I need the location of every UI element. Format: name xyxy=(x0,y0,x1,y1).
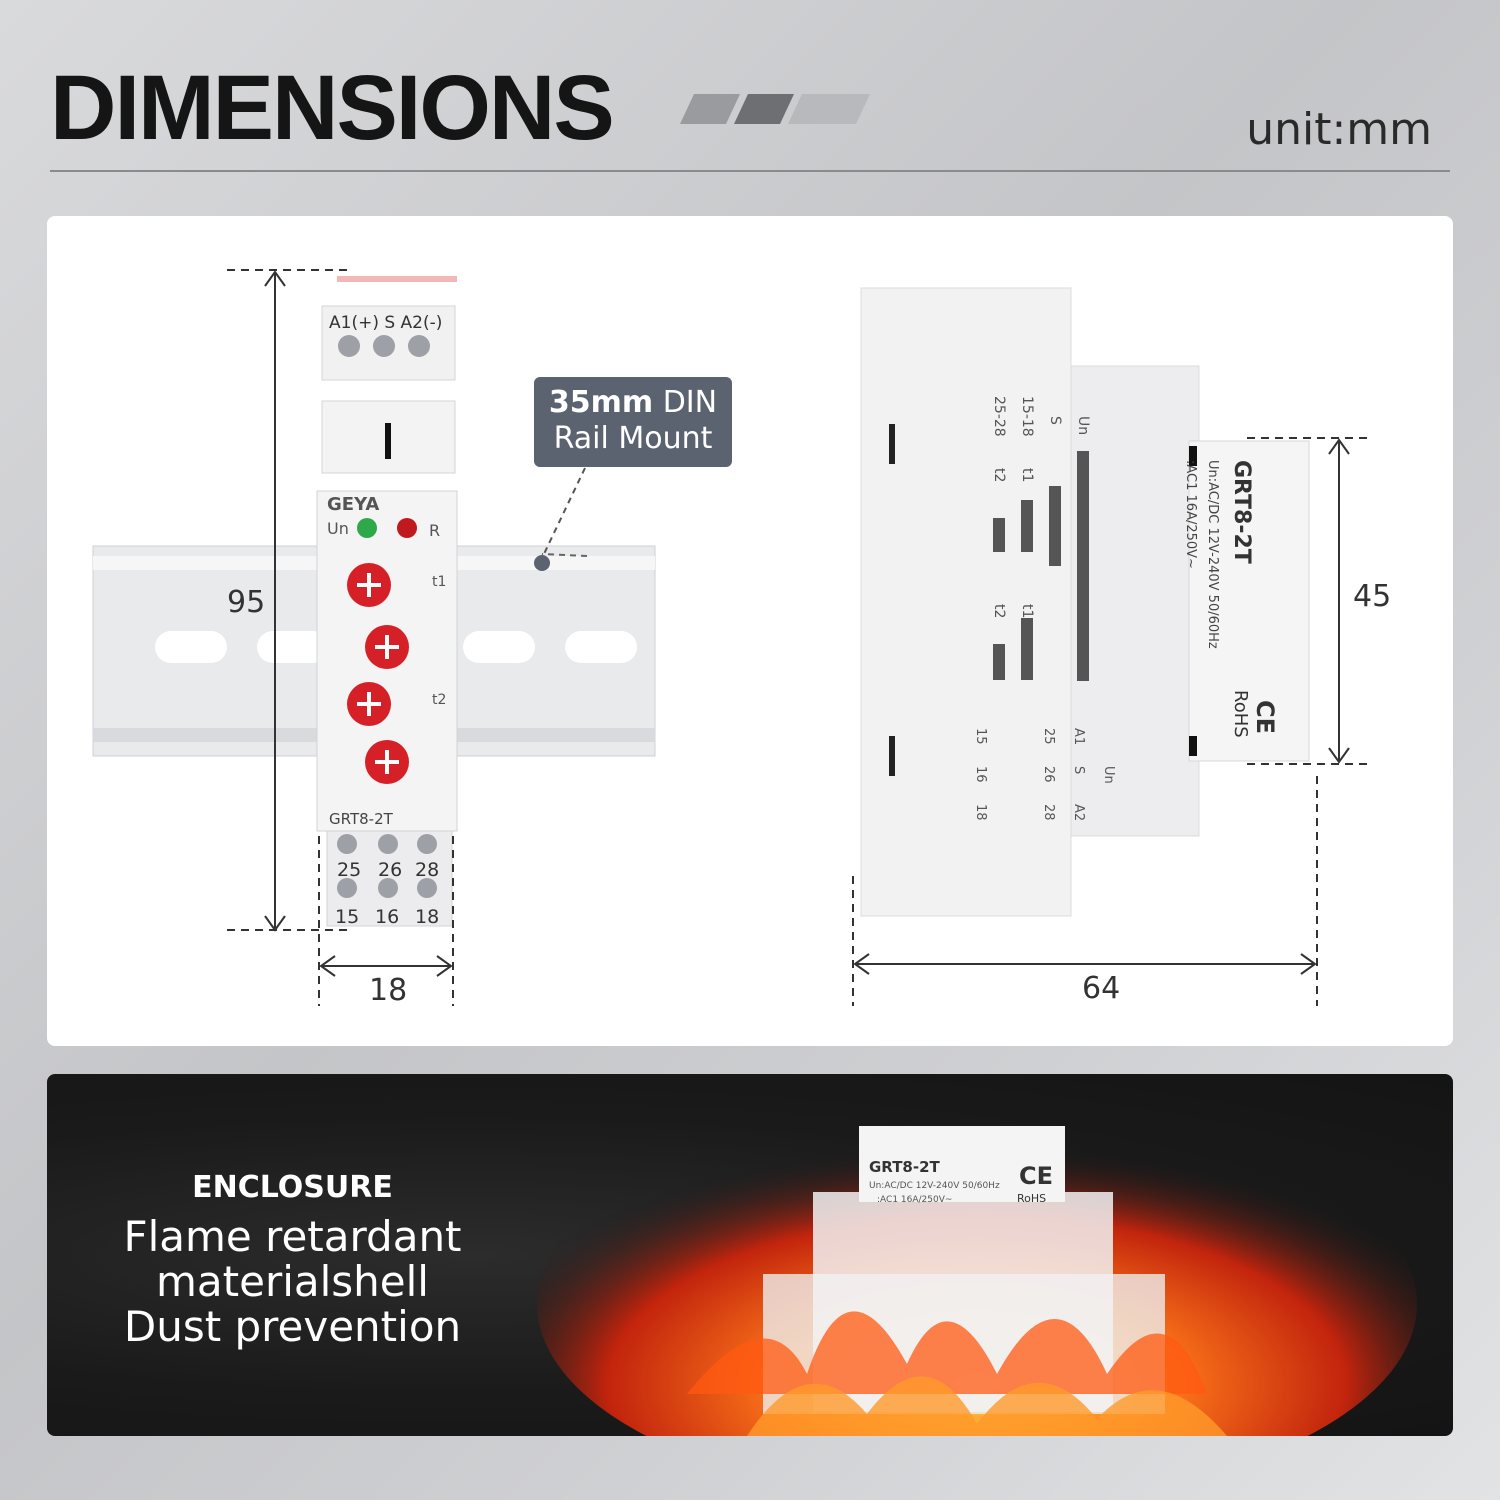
dimension-lines xyxy=(227,269,1369,1006)
enclosure-heading: ENCLOSURE xyxy=(192,1170,393,1205)
timing-t1-b: t1 xyxy=(1019,604,1035,618)
wiring-26: 26 xyxy=(1041,766,1056,783)
side-spec-voltage: Un:AC/DC 12V-240V 50/60Hz xyxy=(1205,460,1220,649)
terminal-18: 18 xyxy=(415,906,439,928)
wiring-un: Un xyxy=(1101,766,1116,784)
terminal-15: 15 xyxy=(335,906,359,928)
unit-label: unit:mm xyxy=(1246,104,1432,155)
timing-label-un: Un xyxy=(1075,416,1091,435)
timing-label-25-28: 25-28 xyxy=(991,396,1007,437)
timing-t2-b: t2 xyxy=(991,604,1007,618)
callout-dot xyxy=(534,555,550,571)
wiring-25: 25 xyxy=(1041,728,1056,745)
callout-din: DIN xyxy=(653,385,718,420)
enclosure-line-3: Dust prevention xyxy=(123,1302,462,1351)
dimensions-panel: 95 18 64 45 A1(+) S A2(-) GEYA Un R t1 t… xyxy=(47,216,1453,1046)
fire-ce-mark: CE xyxy=(1019,1162,1053,1190)
wiring-15: 15 xyxy=(973,728,988,745)
fire-rohs-label: RoHS xyxy=(1017,1192,1046,1205)
wiring-a1: A1 xyxy=(1071,728,1086,745)
side-ce-mark: CE xyxy=(1251,700,1279,734)
side-spec-current: :AC1 16A/250V~ xyxy=(1183,460,1198,569)
relay-side-view xyxy=(860,287,1310,917)
fire-spec-voltage: Un:AC/DC 12V-240V 50/60Hz xyxy=(869,1181,1000,1191)
side-rohs-label: RoHS xyxy=(1230,690,1251,738)
wiring-28: 28 xyxy=(1041,804,1056,821)
terminal-16: 16 xyxy=(375,906,399,928)
timing-label-15-18: 15-18 xyxy=(1019,396,1035,437)
enclosure-panel: GRT8-2T Un:AC/DC 12V-240V 50/60Hz :AC1 1… xyxy=(47,1074,1453,1436)
callout-rail-mount: Rail Mount xyxy=(553,421,713,456)
relay-front-view xyxy=(316,276,458,927)
decorative-stripes xyxy=(680,94,870,124)
terminal-26: 26 xyxy=(378,859,402,881)
header-divider xyxy=(50,170,1450,172)
wiring-16: 16 xyxy=(973,766,988,783)
side-model-label: GRT8-2T xyxy=(1229,460,1254,564)
din-rail-callout: 35mm DIN Rail Mount xyxy=(534,377,732,467)
wiring-s: S xyxy=(1071,766,1086,774)
wiring-18: 18 xyxy=(973,804,988,821)
brand-logo: GEYA xyxy=(327,494,379,515)
fire-spec-current: :AC1 16A/250V~ xyxy=(877,1195,952,1205)
led-un-label: Un xyxy=(327,519,349,538)
callout-size: 35mm xyxy=(548,385,654,420)
wiring-a2: A2 xyxy=(1071,804,1086,821)
terminal-25: 25 xyxy=(337,859,361,881)
top-terminal-labels: A1(+) S A2(-) xyxy=(329,313,442,333)
led-r-label: R xyxy=(429,521,440,540)
enclosure-line-2: materialshell xyxy=(156,1257,429,1306)
fire-product-image: GRT8-2T Un:AC/DC 12V-240V 50/60Hz :AC1 1… xyxy=(537,1104,1417,1436)
dimension-drawing: 95 18 64 45 A1(+) S A2(-) GEYA Un R t1 t… xyxy=(92,269,1391,1008)
dim-depth: 64 xyxy=(1082,971,1120,1006)
dim-width: 18 xyxy=(369,973,407,1008)
enclosure-line-1: Flame retardant xyxy=(123,1212,462,1261)
timing-label-s: S xyxy=(1047,416,1063,425)
timing-t2-a: t2 xyxy=(991,468,1007,482)
dim-front-height: 45 xyxy=(1353,579,1391,614)
fire-model-label: GRT8-2T xyxy=(869,1158,941,1176)
dim-height: 95 xyxy=(227,585,265,620)
page-title: DIMENSIONS xyxy=(50,57,615,159)
dial-t1-label: t1 xyxy=(432,574,446,590)
timing-t1-a: t1 xyxy=(1019,468,1035,482)
front-model-label: GRT8-2T xyxy=(329,810,394,828)
dial-t2-label: t2 xyxy=(432,692,446,708)
terminal-28: 28 xyxy=(415,859,439,881)
